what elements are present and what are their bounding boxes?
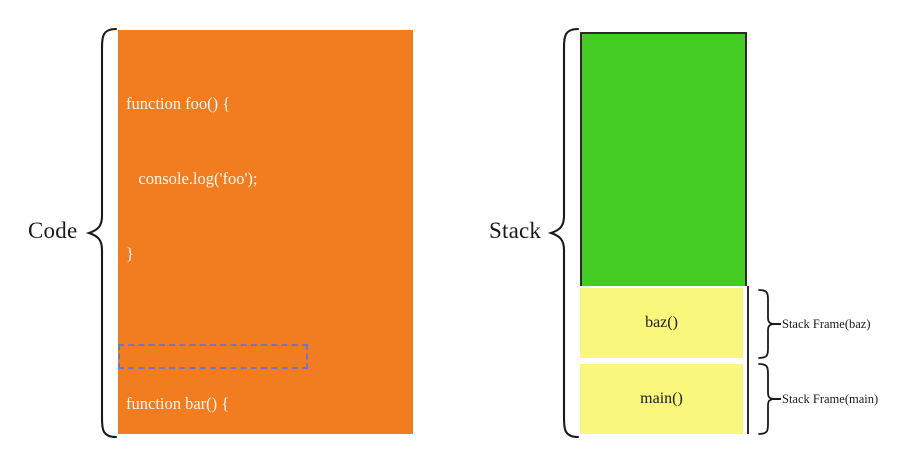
stack-free-space: [580, 32, 747, 286]
stack-frame-baz-label: baz(): [645, 314, 678, 331]
code-line: console.log('foo');: [126, 169, 258, 188]
code-line: function bar() {: [126, 394, 230, 413]
code-line-highlight-box: [118, 344, 308, 369]
code-line: [126, 316, 411, 341]
stack-frame-baz: baz(): [580, 288, 743, 358]
code-section-brace-icon: [86, 27, 118, 439]
code-section-label: Code: [28, 218, 78, 243]
stack-frame-baz-annotation: Stack Frame(baz): [782, 317, 871, 331]
code-text: function foo() { console.log('foo'); } f…: [126, 41, 411, 459]
stack-frame-main-annotation: Stack Frame(main): [782, 392, 879, 406]
code-block-panel: function foo() { console.log('foo'); } f…: [118, 30, 413, 434]
stack-frame-main-connector: [771, 398, 781, 400]
code-line: }: [126, 244, 134, 263]
stack-frame-main-label: main(): [640, 390, 683, 407]
stack-frame-baz-connector: [771, 323, 781, 325]
stack-right-outline: [747, 286, 749, 434]
code-line: function foo() {: [126, 94, 231, 113]
stack-section-label: Stack: [489, 218, 542, 243]
stack-frame-main: main(): [580, 364, 743, 434]
stack-section-brace-icon: [548, 27, 580, 439]
